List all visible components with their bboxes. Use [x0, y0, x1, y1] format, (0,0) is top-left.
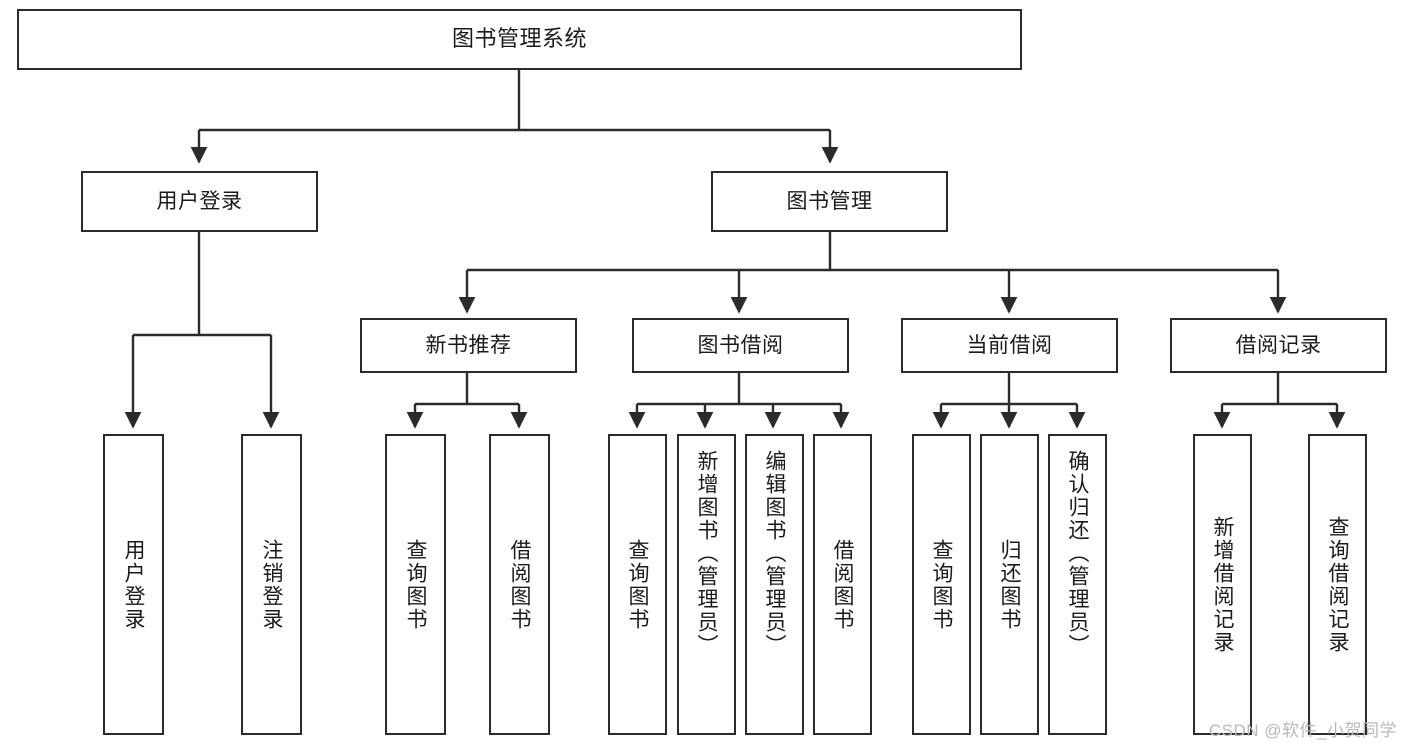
leaf-add-record-label: 新增借阅记录	[1211, 515, 1234, 654]
leaf-user-login-label: 用户登录	[122, 538, 145, 631]
node-new-book-rec[interactable]: 新书推荐	[360, 318, 577, 373]
leaf-return-book[interactable]: 归还图书	[980, 434, 1039, 735]
node-new-book-rec-label: 新书推荐	[425, 333, 512, 357]
leaf-query-book-1-label: 查询图书	[404, 538, 427, 631]
node-root-label: 图书管理系统	[451, 26, 587, 52]
node-current-borrow[interactable]: 当前借阅	[901, 318, 1118, 373]
leaf-borrow-book-1[interactable]: 借阅图书	[489, 434, 550, 735]
node-book-borrow-label: 图书借阅	[697, 333, 784, 357]
leaf-logout-label: 注销登录	[260, 538, 283, 631]
leaf-return-book-label: 归还图书	[998, 538, 1021, 631]
node-book-manage-label: 图书管理	[786, 189, 873, 213]
leaf-borrow-book-2-label: 借阅图书	[831, 538, 854, 631]
leaf-borrow-book-2[interactable]: 借阅图书	[813, 434, 872, 735]
watermark: CSDN @软件_小贺同学	[1208, 721, 1397, 740]
leaf-borrow-book-1-label: 借阅图书	[508, 538, 531, 631]
leaf-confirm-return-admin[interactable]: 确认归还（管理员）	[1048, 434, 1107, 735]
node-borrow-record-label: 借阅记录	[1235, 333, 1322, 357]
leaf-edit-book-admin[interactable]: 编辑图书（管理员）	[745, 434, 804, 735]
leaf-query-book-1[interactable]: 查询图书	[385, 434, 446, 735]
node-user-login[interactable]: 用户登录	[81, 171, 318, 232]
leaf-query-book-2[interactable]: 查询图书	[608, 434, 667, 735]
leaf-query-book-3-label: 查询图书	[930, 538, 953, 631]
node-current-borrow-label: 当前借阅	[966, 333, 1053, 357]
leaf-query-record-label: 查询借阅记录	[1326, 515, 1349, 654]
node-borrow-record[interactable]: 借阅记录	[1170, 318, 1387, 373]
leaf-add-record[interactable]: 新增借阅记录	[1193, 434, 1252, 735]
leaf-query-book-3[interactable]: 查询图书	[912, 434, 971, 735]
leaf-user-login[interactable]: 用户登录	[103, 434, 164, 735]
leaf-edit-book-admin-label: 编辑图书（管理员）	[763, 450, 786, 657]
node-root[interactable]: 图书管理系统	[17, 9, 1022, 70]
leaf-add-book-admin-label: 新增图书（管理员）	[695, 450, 718, 657]
leaf-query-book-2-label: 查询图书	[626, 538, 649, 631]
leaf-logout[interactable]: 注销登录	[241, 434, 302, 735]
node-book-manage[interactable]: 图书管理	[711, 171, 948, 232]
leaf-add-book-admin[interactable]: 新增图书（管理员）	[677, 434, 736, 735]
leaf-query-record[interactable]: 查询借阅记录	[1308, 434, 1367, 735]
node-book-borrow[interactable]: 图书借阅	[632, 318, 849, 373]
leaf-confirm-return-admin-label: 确认归还（管理员）	[1066, 450, 1089, 657]
node-user-login-label: 用户登录	[156, 189, 243, 213]
